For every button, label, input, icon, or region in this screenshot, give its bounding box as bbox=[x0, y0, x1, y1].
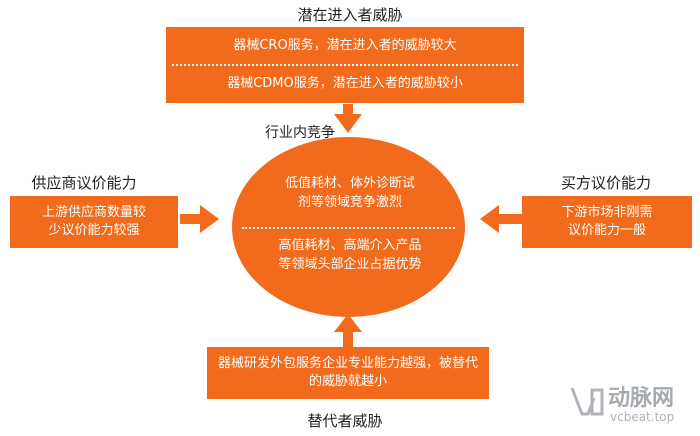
arrow-up-bottom bbox=[334, 314, 362, 348]
bottom-text: 器械研发外包服务企业专业能力越强，被替代的威胁就越小 bbox=[217, 356, 478, 389]
arrow-down-top bbox=[334, 104, 362, 133]
center-lower: 高值耗材、高端介入产品等领域头部企业占据优势 bbox=[278, 238, 422, 272]
watermark-logo-icon bbox=[570, 387, 604, 416]
top-title: 潜在进入者威胁 bbox=[297, 6, 403, 24]
top-divider bbox=[172, 64, 518, 66]
watermark-logo-text: 动脉网 bbox=[608, 386, 675, 411]
right-title: 买方议价能力 bbox=[560, 174, 651, 192]
top-row1: 器械CRO服务，潜在进入者的威胁较大 bbox=[233, 37, 457, 53]
center-title: 行业内竞争 bbox=[265, 125, 335, 141]
left-text: 上游供应商数量较少议价能力较强 bbox=[41, 205, 146, 238]
center-upper: 低值耗材、体外诊断试剂等领域竞争激烈 bbox=[284, 176, 415, 210]
watermark: 动脉网 vcbeat.top bbox=[570, 378, 696, 432]
center-ellipse: 低值耗材、体外诊断试剂等领域竞争激烈 高值耗材、高端介入产品等领域头部企业占据优… bbox=[232, 137, 465, 317]
left-box: 上游供应商数量较少议价能力较强 bbox=[10, 196, 178, 248]
bottom-box: 器械研发外包服务企业专业能力越强，被替代的威胁就越小 bbox=[207, 347, 489, 399]
right-text: 下游市场非刚需议价能力一般 bbox=[561, 205, 653, 238]
arrow-left-right bbox=[480, 205, 523, 233]
bottom-title: 替代者威胁 bbox=[307, 412, 383, 430]
top-box: 器械CRO服务，潜在进入者的威胁较大 器械CDMO服务，潜在进入者的威胁较小 bbox=[166, 27, 524, 103]
center-divider bbox=[242, 227, 455, 229]
arrow-right-left bbox=[180, 205, 219, 233]
top-row2: 器械CDMO服务，潜在进入者的威胁较小 bbox=[227, 75, 463, 91]
right-box: 下游市场非刚需议价能力一般 bbox=[522, 196, 692, 248]
watermark-url: vcbeat.top bbox=[610, 410, 675, 424]
left-title: 供应商议价能力 bbox=[31, 174, 137, 192]
